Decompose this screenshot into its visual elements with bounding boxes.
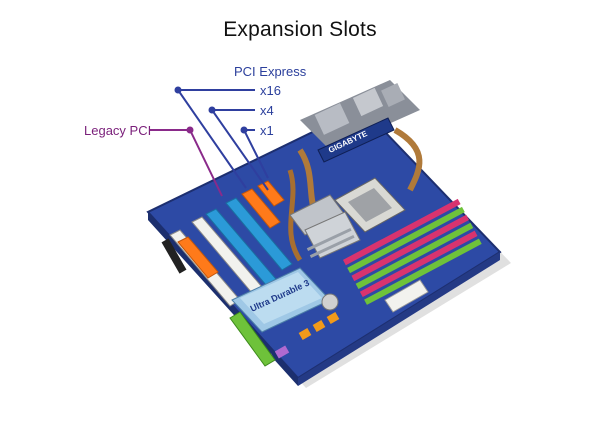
callout-lines: [150, 86, 269, 197]
chipset-heatsink: [304, 211, 361, 259]
ram-slot: [359, 230, 478, 297]
legacy-pci-leader-dot: [186, 126, 194, 134]
ram-slot: [364, 238, 482, 305]
ram-slot: [355, 222, 474, 290]
io-port-block: [314, 103, 350, 135]
pcb-edge-right: [298, 252, 500, 386]
x16-leader-dot: [174, 86, 182, 94]
green-connector: [229, 311, 276, 367]
black-connector: [161, 238, 187, 274]
x4-label: x4: [260, 103, 274, 118]
chipset-fins: [306, 227, 352, 251]
page-title: Expansion Slots: [223, 18, 377, 41]
x1-label: x1: [260, 123, 274, 138]
x4-leader-dot: [208, 106, 216, 114]
ram-slots: [342, 198, 482, 305]
pcie-x1-slot: [257, 180, 285, 207]
io-port-block: [352, 87, 384, 117]
x16-label: x16: [260, 83, 281, 98]
sata-port: [312, 320, 326, 332]
atx-power-connector: [384, 279, 429, 313]
io-port-block: [381, 83, 405, 107]
southbridge-heatsink-top: [240, 272, 322, 324]
sata-port: [298, 328, 312, 340]
brand-heatsink: [317, 117, 395, 163]
ram-slot: [347, 206, 465, 274]
cmos-battery: [321, 293, 339, 311]
sata-port: [326, 312, 340, 324]
pcie-x4-slot: [177, 236, 219, 279]
ram-slot: [342, 198, 461, 266]
usb-header: [274, 345, 290, 359]
pcie-x16-slot: [225, 197, 293, 271]
heat-pipe: [393, 127, 423, 192]
legacy-pci-label: Legacy PCI: [84, 123, 152, 138]
pci-express-label: PCI Express: [234, 64, 307, 79]
expansion-slots: [169, 180, 293, 307]
x1-leader-dot: [240, 126, 248, 134]
pcie-x4-slot: [241, 188, 281, 229]
ram-slot: [351, 214, 470, 282]
chipset-fins: [309, 234, 355, 258]
cpu-socket-center: [348, 188, 392, 222]
